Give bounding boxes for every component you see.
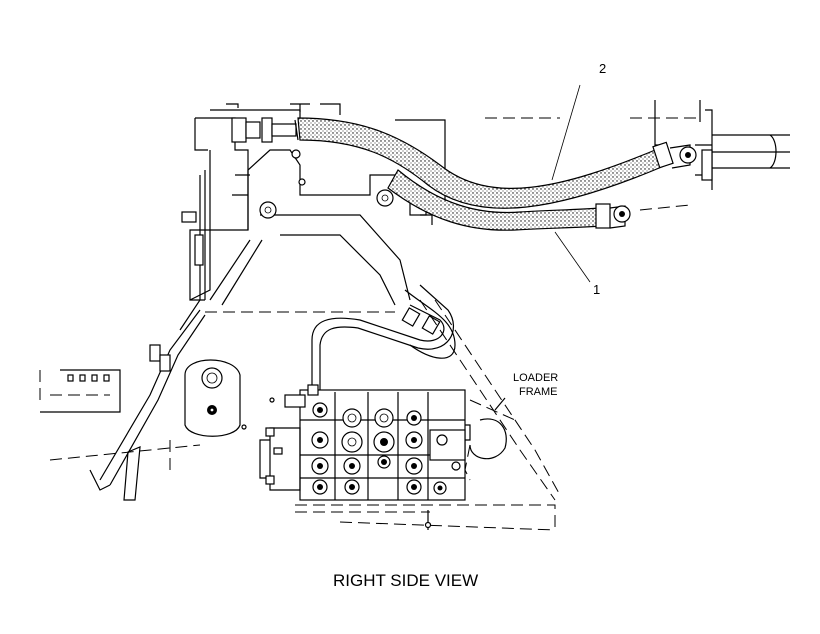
loader-frame xyxy=(295,299,561,531)
left-structure xyxy=(39,170,206,501)
callout-leader-1 xyxy=(554,231,591,283)
upper-frame xyxy=(189,100,713,313)
valve-tubes xyxy=(209,239,456,390)
callout-leader-2 xyxy=(551,84,581,181)
hose-1 xyxy=(387,169,691,231)
control-valve xyxy=(241,384,471,501)
right-pipe xyxy=(695,130,790,190)
hose-2 xyxy=(297,117,697,209)
view-caption: RIGHT SIDE VIEW xyxy=(333,571,478,590)
mount-plate xyxy=(184,359,241,437)
callout-2: 2 xyxy=(599,61,606,76)
loader-frame-label-line1: LOADER xyxy=(513,372,558,384)
loader-frame-label-line2: FRAME xyxy=(519,386,558,398)
callout-1: 1 xyxy=(593,282,600,297)
